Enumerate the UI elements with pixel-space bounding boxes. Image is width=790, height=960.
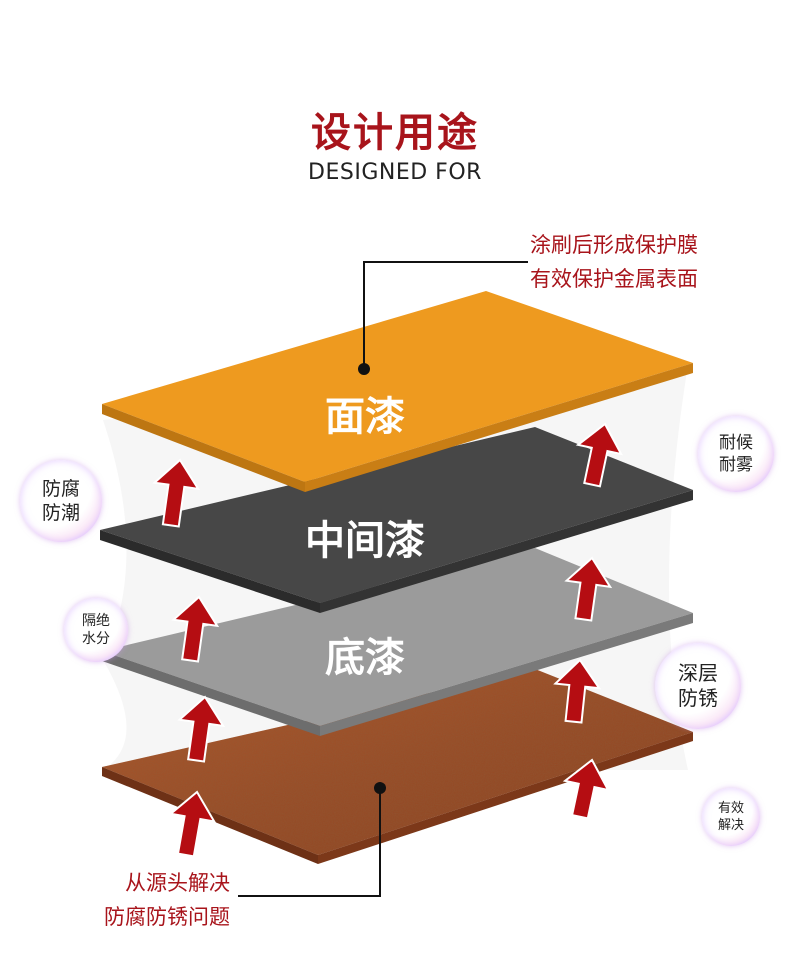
bubble-weather-text: 耐候耐雾 (719, 433, 753, 475)
up-arrow-icon (564, 556, 613, 622)
bottom-callout-line1: 从源头解决 (125, 871, 230, 895)
up-arrow-icon (575, 422, 624, 488)
middle-coat-layer (100, 427, 693, 613)
up-arrow-icon (553, 658, 602, 724)
top-callout-leader (363, 261, 528, 369)
up-arrow-icon (171, 595, 220, 663)
bottom-callout-line2: 防腐防锈问题 (104, 905, 230, 929)
feature-bubble-weather: 耐候耐雾 (698, 416, 774, 492)
feature-bubble-moisture: 防腐防潮 (20, 460, 102, 542)
page-subtitle: DESIGNED FOR (308, 160, 482, 185)
feature-bubble-water: 隔绝水分 (64, 598, 128, 662)
top-callout-dot (358, 363, 370, 375)
up-arrow-icon (562, 758, 611, 820)
bubble-effective-text: 有效解决 (717, 801, 744, 833)
base-coat-layer (102, 548, 693, 736)
feature-bubble-rust: 深层防锈 (655, 643, 741, 729)
top-coat-label: 面漆 (325, 394, 405, 440)
up-arrow-icon (177, 695, 226, 763)
bottom-callout-leader (238, 788, 381, 897)
bubble-rust-text: 深层防锈 (678, 661, 718, 710)
top-coat-layer (102, 291, 693, 492)
top-callout-line1: 涂刷后形成保护膜 (530, 233, 698, 257)
bubble-moisture-text: 防腐防潮 (41, 478, 80, 524)
up-arrow-icon (152, 458, 201, 528)
bottom-callout: 从源头解决 防腐防锈问题 (60, 866, 230, 934)
page-title: 设计用途 (311, 110, 479, 156)
feature-bubble-effective: 有效解决 (702, 788, 760, 846)
up-arrow-icon (168, 790, 217, 858)
bottom-callout-dot (374, 782, 386, 794)
top-callout: 涂刷后形成保护膜 有效保护金属表面 (530, 228, 770, 296)
top-callout-line2: 有效保护金属表面 (530, 267, 698, 291)
middle-coat-label: 中间漆 (305, 518, 425, 564)
base-coat-label: 底漆 (325, 635, 405, 681)
arrow-group (152, 422, 624, 858)
bubble-water-text: 隔绝水分 (82, 613, 110, 647)
